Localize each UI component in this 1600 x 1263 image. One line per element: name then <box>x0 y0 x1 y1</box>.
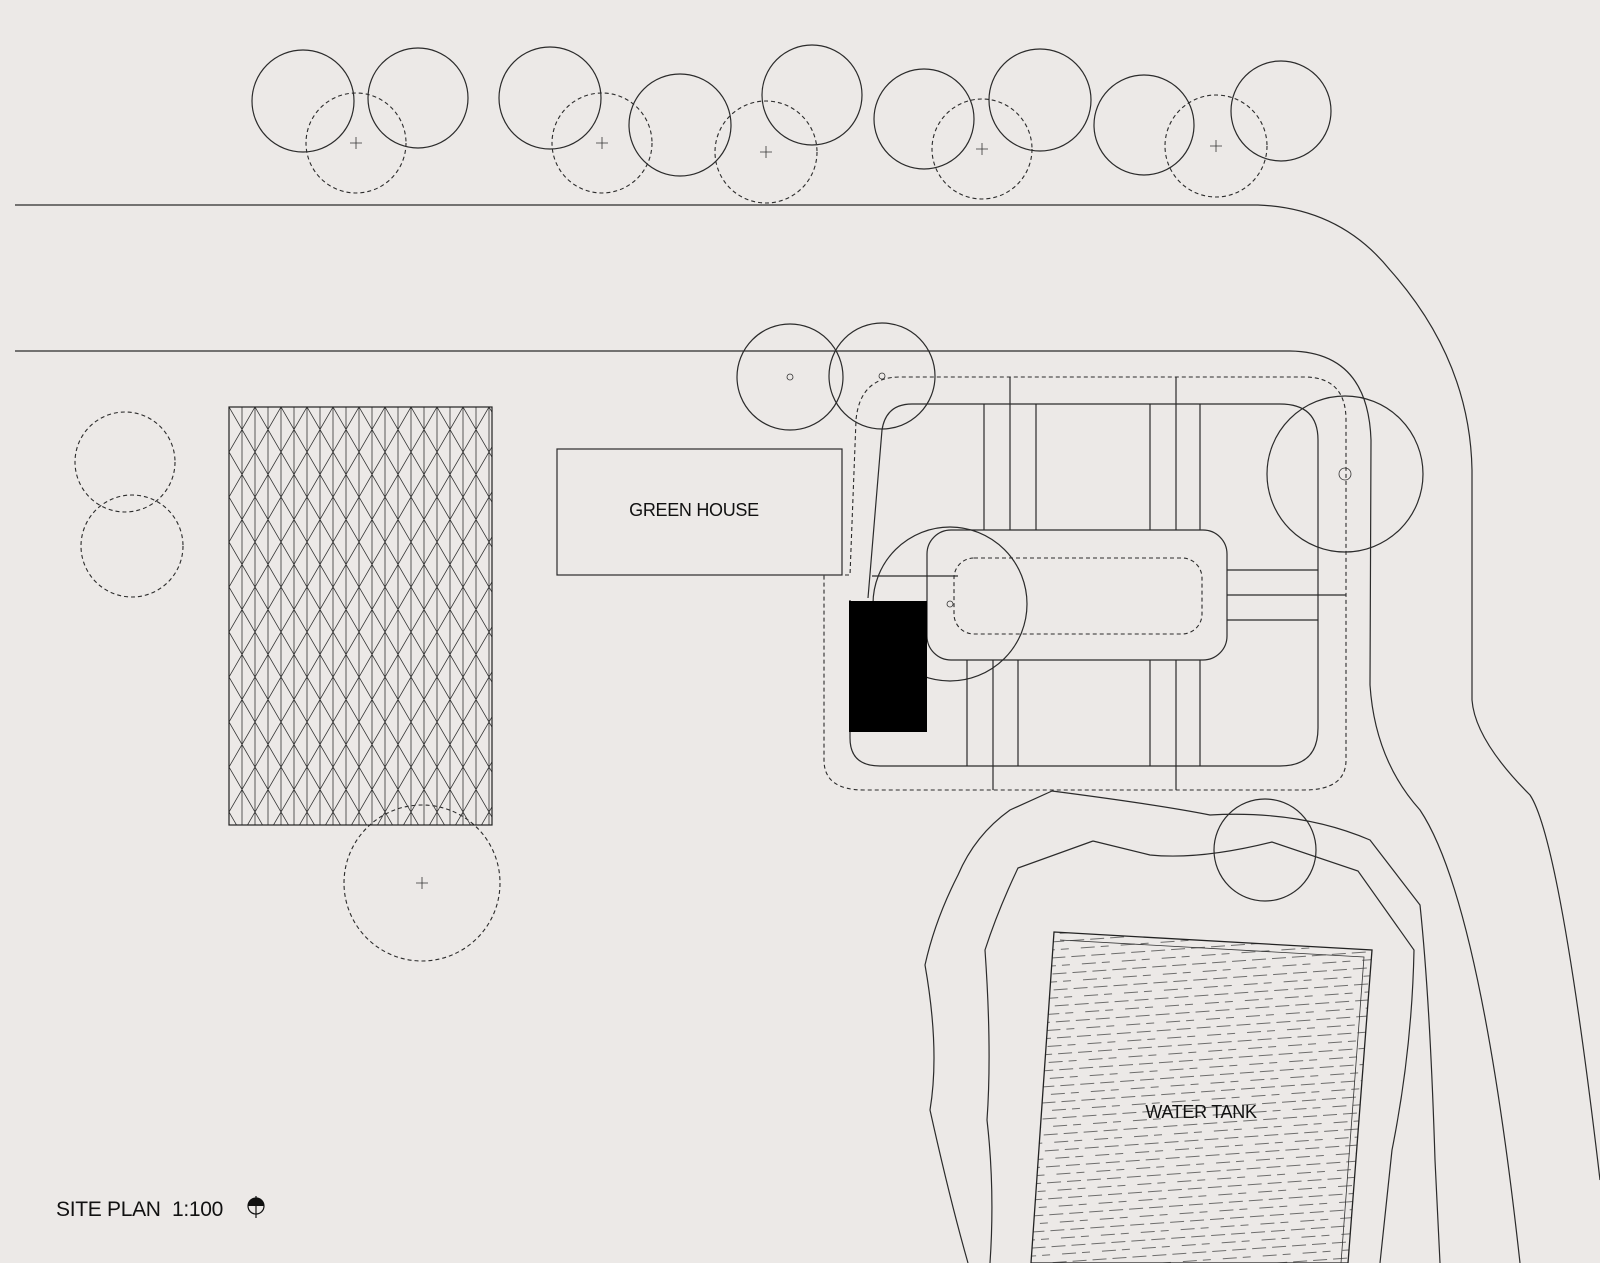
main-house <box>823 376 1347 791</box>
green-house: GREEN HOUSE <box>556 448 843 576</box>
water-tank: WATER TANK <box>1030 931 1373 1263</box>
title-block: SITE PLAN 1:100 <box>56 1196 265 1221</box>
site-plan-title: SITE PLAN <box>56 1198 161 1221</box>
north-arrow-icon <box>247 1196 265 1218</box>
road <box>15 204 1600 1263</box>
water-tank-label: WATER TANK <box>1145 1102 1257 1122</box>
solid-block <box>849 601 927 732</box>
scale-label: 1:100 <box>172 1198 223 1221</box>
landscape-contours <box>924 790 1441 1263</box>
green-house-label: GREEN HOUSE <box>629 500 759 520</box>
tree-row-top <box>251 44 1332 204</box>
trees-house <box>736 322 1424 902</box>
grid-field <box>228 406 493 826</box>
